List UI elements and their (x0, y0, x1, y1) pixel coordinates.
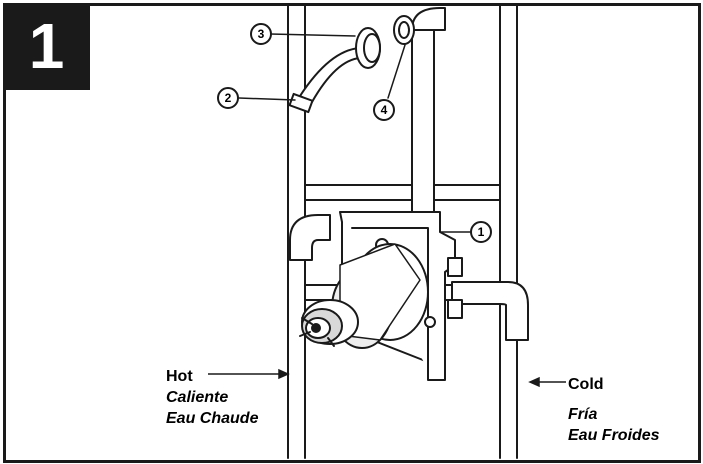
cold-label: Cold (568, 376, 604, 393)
valve-cartridge (299, 299, 359, 347)
callout-leaders (238, 33, 471, 233)
cold-label-spanish: Fría (568, 406, 598, 423)
riser-pipe (393, 7, 446, 243)
diagram-frame (3, 3, 701, 463)
callout-3 (250, 23, 272, 45)
callout-4-label: 4 (381, 103, 388, 117)
cold-label-french: Eau Froides (568, 427, 660, 444)
callout-circles (217, 23, 492, 243)
cold-supply-pipe (451, 281, 529, 341)
callout-1-label: 1 (478, 225, 485, 239)
supply-arrows (208, 368, 566, 388)
callout-4 (373, 99, 395, 121)
hot-label-french: Eau Chaude (166, 410, 259, 427)
hot-supply-elbow (289, 214, 331, 261)
hot-label-spanish: Caliente (166, 389, 229, 406)
callout-2-label: 2 (225, 91, 232, 105)
hot-label: Hot (166, 368, 193, 385)
callout-1 (470, 221, 492, 243)
callout-2 (217, 87, 239, 109)
shower-arm (288, 27, 381, 114)
callout-3-label: 3 (258, 27, 265, 41)
step-number-badge: 1 (3, 3, 90, 90)
